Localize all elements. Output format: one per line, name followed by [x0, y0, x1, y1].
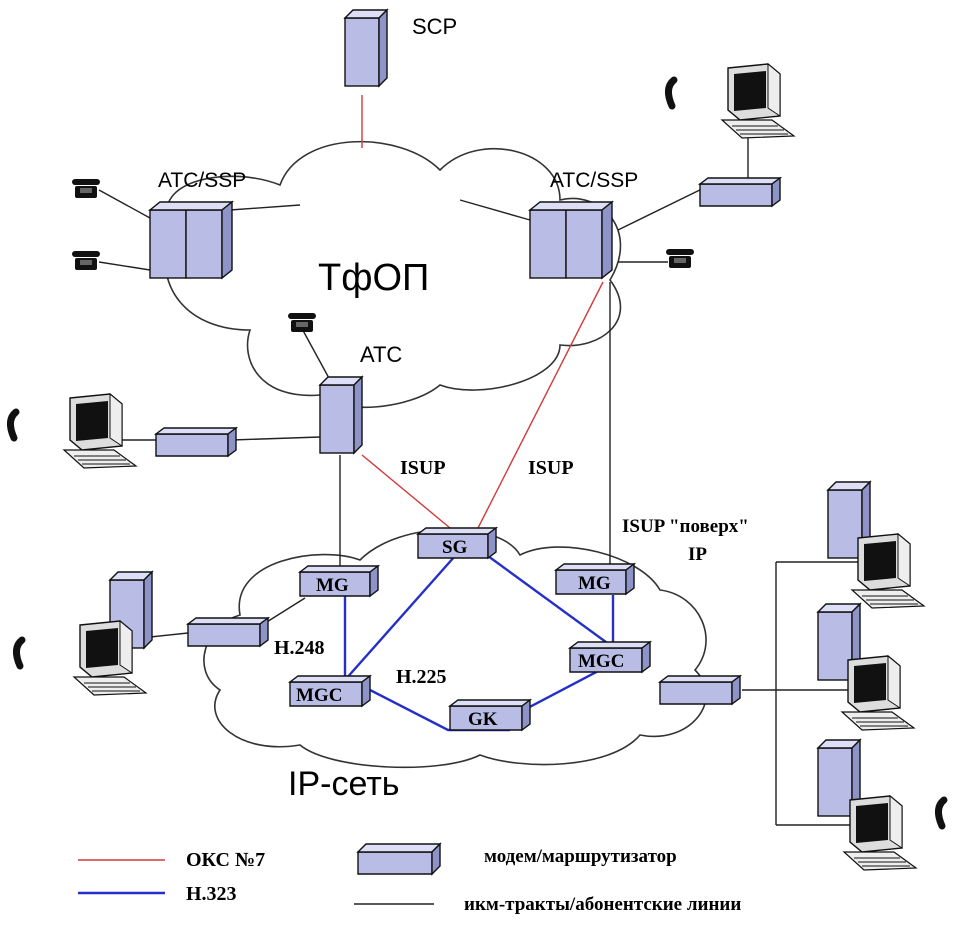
- ats-ssp-left-label: АТС/SSP: [158, 169, 246, 192]
- isup-right-label: ISUP: [528, 457, 574, 479]
- telephone-icon: [72, 251, 100, 270]
- lan-host-3: [817, 739, 944, 871]
- pstn-cloud: [164, 140, 622, 409]
- sg-label: SG: [442, 537, 468, 558]
- gk-label: GK: [468, 709, 498, 730]
- mgc-right-label: MGC: [578, 651, 624, 672]
- mgc-left-node: MGC: [287, 674, 373, 708]
- mg-right-node: MG: [553, 562, 637, 596]
- subscriber-pc-bottom-left: [16, 571, 153, 696]
- handset-icon: [16, 640, 22, 666]
- router-top-right: [699, 177, 781, 207]
- mgc-left-label: MGC: [296, 685, 342, 706]
- mg-right-label: MG: [578, 573, 611, 594]
- lan-host-2: [817, 603, 915, 731]
- computer-icon: [843, 795, 917, 871]
- computer-icon: [841, 655, 915, 731]
- telephone-icon: [288, 313, 316, 332]
- isup-over-ip-label: ISUP "поверх": [622, 516, 749, 537]
- router-bottom-left: [187, 617, 269, 647]
- legend-pcm-label: икм-тракты/абонентские линии: [464, 894, 741, 915]
- handset-icon: [10, 412, 16, 438]
- black-lines: [98, 115, 860, 826]
- legend-h323-label: H.323: [186, 883, 237, 905]
- isup-left-label: ISUP: [400, 457, 446, 479]
- mg-left-node: MG: [297, 564, 381, 598]
- scp-label: SCP: [412, 14, 457, 39]
- computer-icon: [851, 533, 925, 609]
- ats-ssp-left: [148, 200, 234, 280]
- mgc-right-node: MGC: [567, 640, 653, 674]
- computer-icon: [63, 393, 137, 469]
- ats-ssp-right: [528, 200, 614, 280]
- ats-server: [318, 375, 364, 455]
- router-left: [155, 427, 237, 457]
- computer-icon: [721, 63, 795, 139]
- telephone-icon: [666, 249, 694, 268]
- legend: ОКС №7 H.323 модем/маршрутизатор икм-тра…: [78, 842, 741, 915]
- telephone-icon: [72, 179, 100, 198]
- router-ip-right: [659, 675, 741, 705]
- ats-label: АТС: [360, 342, 402, 367]
- gk-node: GK: [447, 698, 533, 732]
- red-lines: [361, 95, 604, 529]
- subscriber-pc-top-right: [668, 63, 795, 139]
- h248-label: H.248: [274, 637, 325, 659]
- h225-label: H.225: [396, 666, 447, 688]
- isup-over-ip-label-2: IP: [688, 544, 707, 565]
- scp-server: [343, 8, 389, 88]
- ip-network-label: IP-сеть: [288, 765, 400, 803]
- sg-node: SG: [415, 526, 499, 560]
- subscriber-pc-left: [10, 393, 137, 469]
- legend-modem-label: модем/маршрутизатор: [484, 846, 677, 867]
- handset-icon: [938, 800, 944, 826]
- pstn-label: ТфОП: [318, 257, 429, 299]
- legend-oks7-label: ОКС №7: [186, 849, 265, 871]
- ats-ssp-right-label: АТС/SSP: [550, 169, 638, 192]
- lan-host-1: [827, 481, 925, 609]
- mg-left-label: MG: [316, 575, 349, 596]
- legend-swatch-modem: [356, 842, 442, 876]
- handset-icon: [668, 80, 674, 106]
